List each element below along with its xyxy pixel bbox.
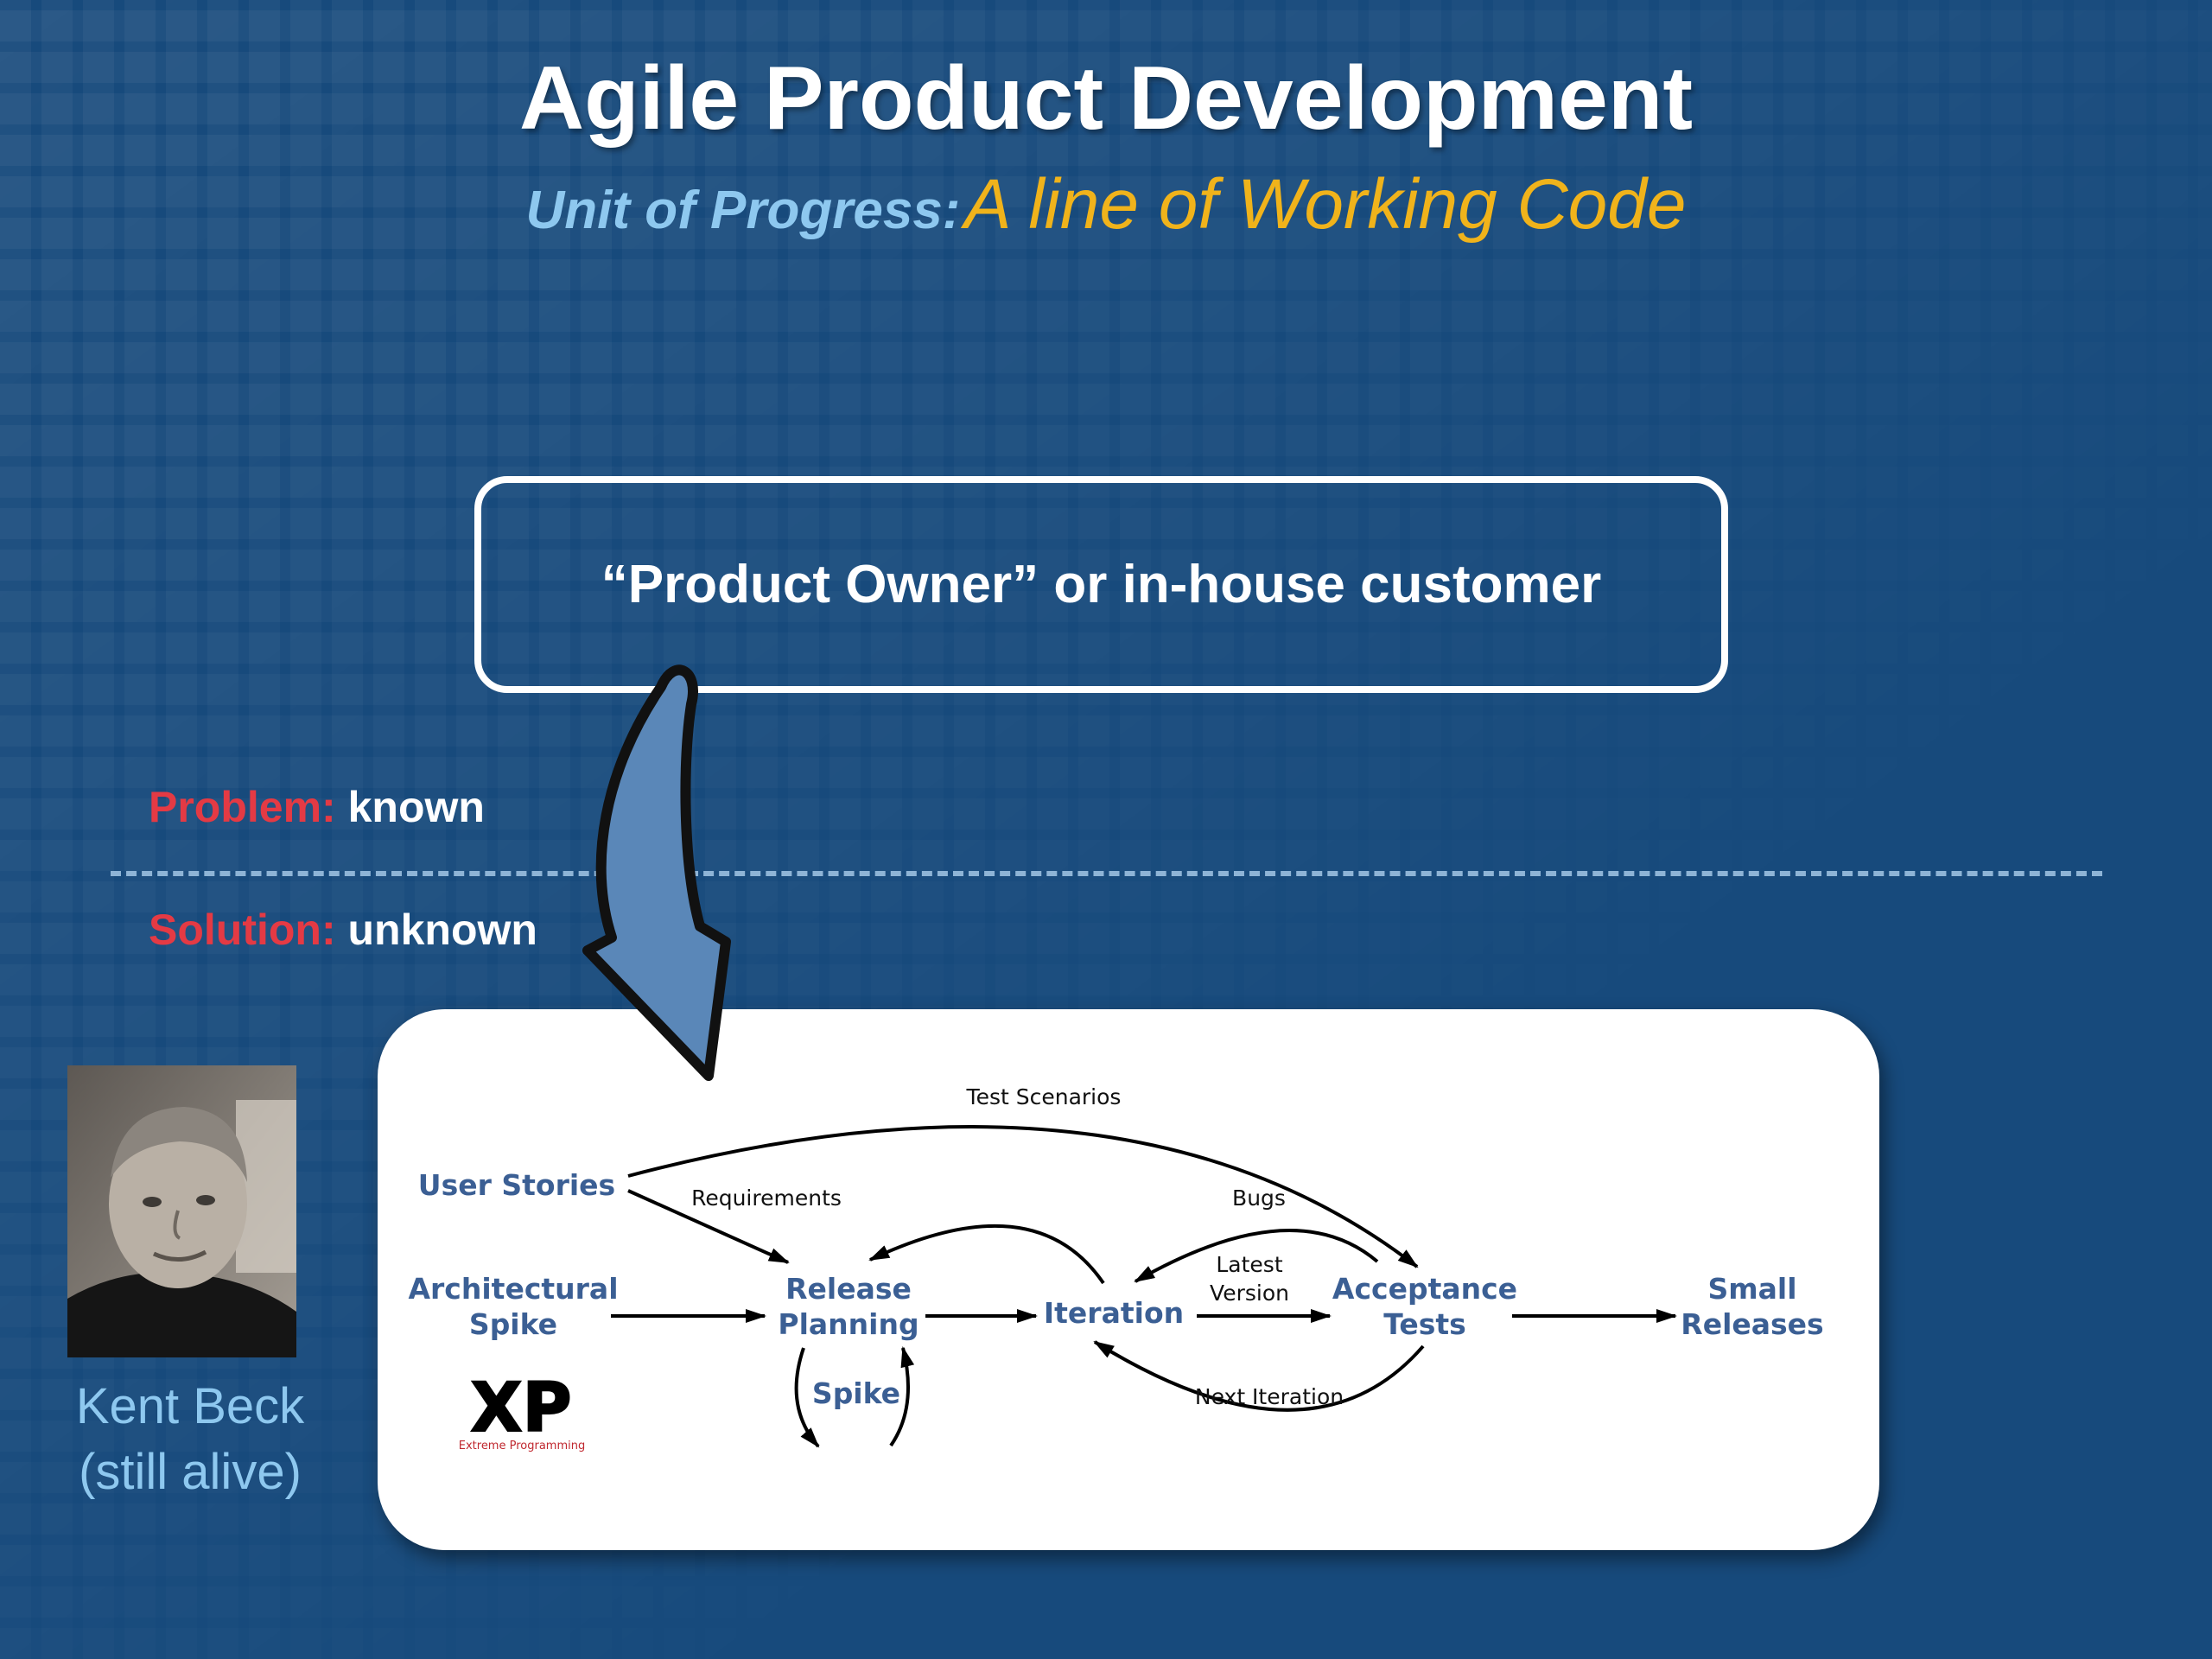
kent-beck-photo [67,1065,296,1357]
solution-value: unknown [347,906,537,954]
xp-logo-mark: XP [470,1370,571,1447]
node-acceptance-tests-line1: Acceptance [1332,1272,1517,1306]
node-architectural-spike-line1: Architectural [408,1272,618,1306]
edge-label-latest-version-line1: Latest [1216,1252,1282,1277]
edge-label-bugs: Bugs [1232,1185,1286,1211]
slide-title: Agile Product Development [519,48,1693,149]
slide-subtitle: Unit of Progress: A line of Working Code [0,164,2212,245]
person-caption: Kent Beck (still alive) [35,1374,346,1505]
problem-value: known [347,783,485,831]
divider-line [111,871,2102,876]
xp-logo-caption: Extreme Programming [459,1440,585,1452]
edge-bugs [1134,1229,1379,1283]
edge-iteration-to-planning [868,1224,1105,1285]
edge-test-scenarios [627,1125,1419,1268]
product-owner-label: “Product Owner” or in-house customer [601,555,1602,614]
problem-key: Problem: [149,783,336,831]
node-spike: Spike [812,1376,900,1410]
subtitle-label: Unit of Progress: [525,181,961,240]
edge-requirements [627,1189,790,1264]
node-user-stories: User Stories [418,1168,615,1202]
node-small-releases-line2: Releases [1681,1307,1823,1341]
node-architectural-spike-line2: Spike [469,1307,557,1341]
subtitle-value: A line of Working Code [963,165,1687,244]
edge-spike-left [794,1347,820,1448]
node-iteration: Iteration [1044,1296,1184,1330]
product-owner-box: “Product Owner” or in-house customer [474,476,1728,693]
edge-label-test-scenarios: Test Scenarios [966,1084,1122,1109]
xp-logo: XP Extreme Programming [459,1369,585,1452]
xp-diagram: User Stories Architectural Spike Release… [408,1084,1823,1452]
problem-label: Problem: known [149,782,485,832]
node-small-releases-line1: Small [1707,1272,1796,1306]
node-release-planning-line2: Planning [778,1307,918,1341]
edge-label-next-iteration: Next Iteration [1195,1384,1344,1409]
solution-key: Solution: [149,906,336,954]
node-acceptance-tests-line2: Tests [1383,1307,1466,1341]
edge-spike-right [889,1346,915,1447]
solution-label: Solution: unknown [149,905,537,955]
node-release-planning-line1: Release [785,1272,912,1306]
edge-next-iteration [1093,1340,1425,1412]
person-name: Kent Beck [75,1378,305,1434]
edge-label-latest-version-line2: Version [1210,1281,1289,1306]
person-note: (still alive) [79,1444,302,1500]
xp-diagram-card: User Stories Architectural Spike Release… [378,1009,1879,1550]
edge-label-requirements: Requirements [691,1185,842,1211]
